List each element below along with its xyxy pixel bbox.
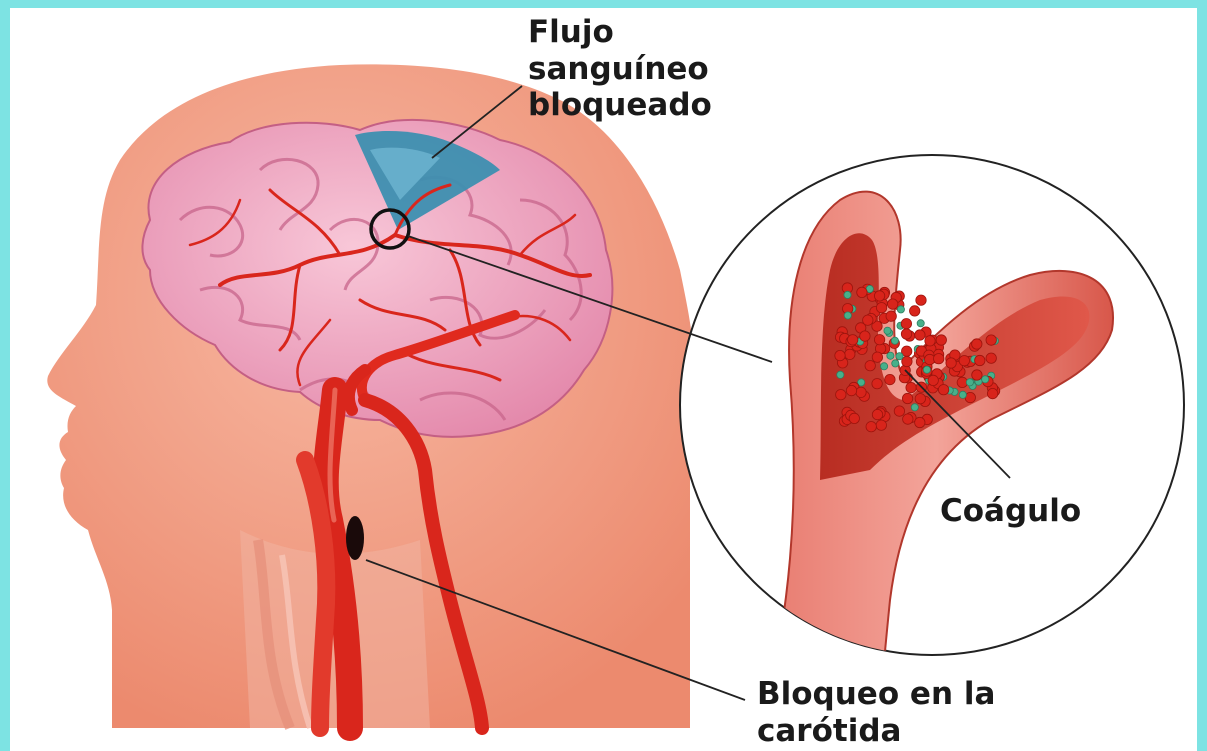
carotid-blockage-label-line-1: Bloqueo en la	[757, 676, 995, 713]
platelet	[897, 306, 904, 313]
red-blood-cell	[972, 370, 982, 380]
red-blood-cell	[903, 414, 913, 424]
red-blood-cell	[857, 287, 867, 297]
red-blood-cell	[938, 385, 948, 395]
red-blood-cell	[928, 375, 938, 385]
red-blood-cell	[865, 361, 875, 371]
platelet	[884, 327, 891, 334]
red-blood-cell	[902, 393, 912, 403]
red-blood-cell	[845, 349, 855, 359]
blocked-flow-label-line-1: Flujo	[528, 14, 712, 51]
red-blood-cell	[872, 352, 882, 362]
red-blood-cell	[987, 388, 997, 398]
red-blood-cell	[915, 330, 925, 340]
carotid-blockage	[346, 516, 364, 560]
platelet	[837, 371, 844, 378]
red-blood-cell	[894, 406, 904, 416]
red-blood-cell	[846, 385, 856, 395]
platelet	[959, 391, 966, 398]
red-blood-cell	[986, 353, 996, 363]
red-blood-cell	[885, 374, 895, 384]
red-blood-cell	[872, 409, 882, 419]
red-blood-cell	[835, 350, 845, 360]
platelet	[844, 291, 851, 298]
red-blood-cell	[872, 379, 882, 389]
platelet	[887, 352, 894, 359]
red-blood-cell	[902, 356, 912, 366]
red-blood-cell	[925, 336, 935, 346]
red-blood-cell	[959, 356, 969, 366]
red-blood-cell	[886, 311, 896, 321]
red-blood-cell	[863, 315, 873, 325]
red-blood-cell	[848, 335, 858, 345]
red-blood-cell	[876, 420, 886, 430]
clot-label-text: Coágulo	[940, 493, 1081, 530]
red-blood-cell	[860, 331, 870, 341]
red-blood-cell	[901, 329, 911, 339]
red-blood-cell	[946, 358, 956, 368]
platelet	[892, 360, 899, 367]
red-blood-cell	[915, 394, 925, 404]
red-blood-cell	[849, 413, 859, 423]
platelet	[966, 379, 973, 386]
red-blood-cell	[836, 390, 846, 400]
red-blood-cell	[972, 339, 982, 349]
clot-label: Coágulo	[940, 493, 1081, 530]
red-blood-cell	[934, 354, 944, 364]
platelet	[881, 363, 888, 370]
carotid-blockage-label: Bloqueo en la carótida	[757, 676, 995, 749]
platelet	[917, 320, 924, 327]
magnified-inset	[680, 155, 1184, 728]
red-blood-cell	[916, 295, 926, 305]
blocked-flow-label-line-2: sanguíneo	[528, 51, 712, 88]
red-blood-cell	[888, 299, 898, 309]
red-blood-cell	[866, 422, 876, 432]
platelet	[911, 404, 918, 411]
red-blood-cell	[910, 306, 920, 316]
red-blood-cell	[915, 417, 925, 427]
blocked-flow-label-line-3: bloqueado	[528, 87, 712, 124]
platelet	[923, 366, 930, 373]
platelet	[891, 337, 898, 344]
carotid-blockage-label-line-2: carótida	[757, 713, 995, 750]
blocked-flow-label: Flujo sanguíneo bloqueado	[528, 14, 712, 124]
red-blood-cell	[876, 303, 886, 313]
red-blood-cell	[986, 335, 996, 345]
platelet	[982, 376, 989, 383]
platelet	[844, 312, 851, 319]
platelet	[896, 353, 903, 360]
red-blood-cell	[936, 335, 946, 345]
red-blood-cell	[901, 319, 911, 329]
red-blood-cell	[906, 382, 916, 392]
red-blood-cell	[856, 387, 866, 397]
red-blood-cell	[874, 335, 884, 345]
red-blood-cell	[975, 355, 985, 365]
red-blood-cell	[874, 291, 884, 301]
